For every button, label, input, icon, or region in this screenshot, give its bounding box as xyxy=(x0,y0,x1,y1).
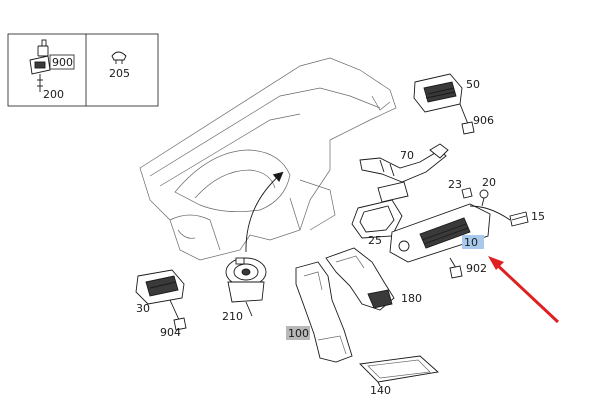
inset-panel xyxy=(7,33,159,107)
highlight-10 xyxy=(462,235,484,249)
label-904[interactable]: 904 xyxy=(160,326,181,339)
label-30[interactable]: 30 xyxy=(136,302,150,315)
label-25[interactable]: 25 xyxy=(368,234,382,247)
part-180-duct[interactable] xyxy=(325,247,395,311)
label-50[interactable]: 50 xyxy=(466,78,480,91)
part-25-frame[interactable] xyxy=(351,181,409,239)
part-50-vent-right[interactable] xyxy=(413,73,463,113)
label-box-900 xyxy=(49,54,75,70)
label-10[interactable]: 10 xyxy=(464,236,478,249)
assembly-arrow xyxy=(245,171,284,253)
part-902-clip[interactable] xyxy=(449,257,463,279)
label-900[interactable]: 900 xyxy=(52,56,73,69)
part-100-duct[interactable] xyxy=(295,261,353,363)
label-23[interactable]: 23 xyxy=(448,178,462,191)
part-23-screw[interactable] xyxy=(461,187,473,199)
part-210-blower[interactable] xyxy=(225,257,267,317)
part-20-screw[interactable] xyxy=(479,189,489,207)
label-15[interactable]: 15 xyxy=(531,210,545,223)
pointer-arrow xyxy=(488,256,560,324)
dashboard-outline xyxy=(139,57,397,261)
part-205-clip[interactable] xyxy=(111,51,127,64)
part-140-tray[interactable] xyxy=(359,355,440,387)
part-30-vent-left[interactable] xyxy=(135,269,185,305)
part-904-clip[interactable] xyxy=(169,299,187,331)
label-205[interactable]: 205 xyxy=(109,67,130,80)
highlight-100 xyxy=(286,326,310,340)
part-10-center-vent[interactable] xyxy=(389,203,511,263)
label-210[interactable]: 210 xyxy=(222,310,243,323)
label-20[interactable]: 20 xyxy=(482,176,496,189)
label-200[interactable]: 200 xyxy=(43,88,64,101)
label-180[interactable]: 180 xyxy=(401,292,422,305)
part-906-clip[interactable] xyxy=(459,103,475,135)
part-70-duct[interactable] xyxy=(359,143,449,183)
part-15-switch[interactable] xyxy=(509,211,529,227)
inset-frame xyxy=(7,33,159,107)
label-100[interactable]: 100 xyxy=(288,327,309,340)
label-906[interactable]: 906 xyxy=(473,114,494,127)
label-902[interactable]: 902 xyxy=(466,262,487,275)
label-140[interactable]: 140 xyxy=(370,384,391,397)
part-200-switch[interactable] xyxy=(29,39,51,92)
label-70[interactable]: 70 xyxy=(400,149,414,162)
